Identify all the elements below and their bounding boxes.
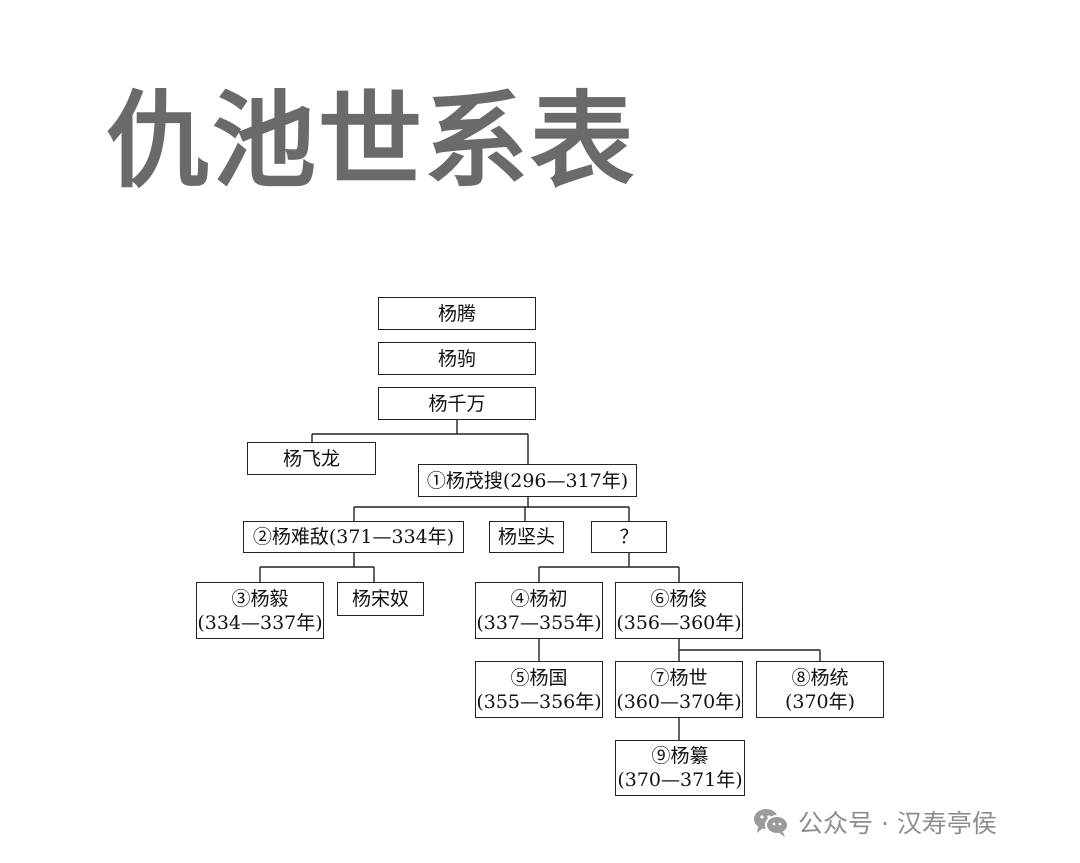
node-yang-shi: ⑦杨世 (360—370年) — [615, 661, 743, 718]
node-years: (334—337年) — [197, 611, 323, 634]
node-yang-tong: ⑧杨统 (370年) — [756, 661, 884, 718]
node-yang-maosou: ①杨茂搜(296—317年) — [418, 464, 637, 497]
node-label: ①杨茂搜(296—317年) — [426, 469, 629, 492]
node-yang-guo: ⑤杨国 (355—356年) — [475, 661, 603, 718]
node-yang-ju: 杨驹 — [378, 342, 536, 375]
node-yang-songnu: 杨宋奴 — [337, 582, 424, 616]
node-label: ②杨难敌(371—334年) — [252, 526, 455, 548]
node-label: ⑥杨俊 — [650, 587, 708, 610]
wechat-icon — [752, 806, 790, 838]
watermark: 公众号 · 汉寿亭侯 — [752, 802, 997, 842]
node-label: 杨坚头 — [497, 526, 555, 548]
node-yang-jun: ⑥杨俊 (356—360年) — [615, 582, 743, 639]
node-label: 杨驹 — [437, 347, 476, 370]
node-yang-chu: ④杨初 (337—355年) — [475, 582, 603, 639]
node-years: (370—371年) — [617, 769, 743, 791]
node-label: ④杨初 — [510, 587, 568, 610]
node-label: ⑨杨纂 — [651, 745, 709, 767]
node-yang-teng: 杨腾 — [378, 297, 536, 330]
node-unknown: ？ — [591, 521, 667, 553]
node-yang-yi: ③杨毅 (334—337年) — [196, 582, 324, 639]
node-label: ⑧杨统 — [791, 666, 849, 689]
watermark-text: 公众号 · 汉寿亭侯 — [798, 809, 997, 838]
node-label: ③杨毅 — [231, 587, 289, 610]
node-years: (355—356年) — [476, 690, 602, 713]
node-yang-jiantou: 杨坚头 — [489, 521, 564, 553]
node-yang-feilong: 杨飞龙 — [247, 442, 376, 475]
node-label: 杨宋奴 — [351, 588, 409, 610]
node-years: (370年) — [784, 690, 856, 713]
node-label: ⑦杨世 — [650, 666, 708, 689]
node-label: 杨飞龙 — [282, 447, 340, 470]
node-label: 杨腾 — [437, 302, 476, 325]
node-label: ？ — [619, 526, 639, 548]
node-years: (337—355年) — [476, 611, 602, 634]
node-label: 杨千万 — [428, 392, 486, 415]
node-years: (356—360年) — [616, 611, 742, 634]
page-title: 仇池世系表 — [106, 80, 637, 202]
node-yang-cuan: ⑨杨纂 (370—371年) — [615, 740, 745, 796]
node-yang-nandi: ②杨难敌(371—334年) — [243, 521, 464, 553]
node-years: (360—370年) — [616, 690, 742, 713]
node-label: ⑤杨国 — [510, 666, 568, 689]
node-yang-qianwan: 杨千万 — [378, 387, 536, 420]
